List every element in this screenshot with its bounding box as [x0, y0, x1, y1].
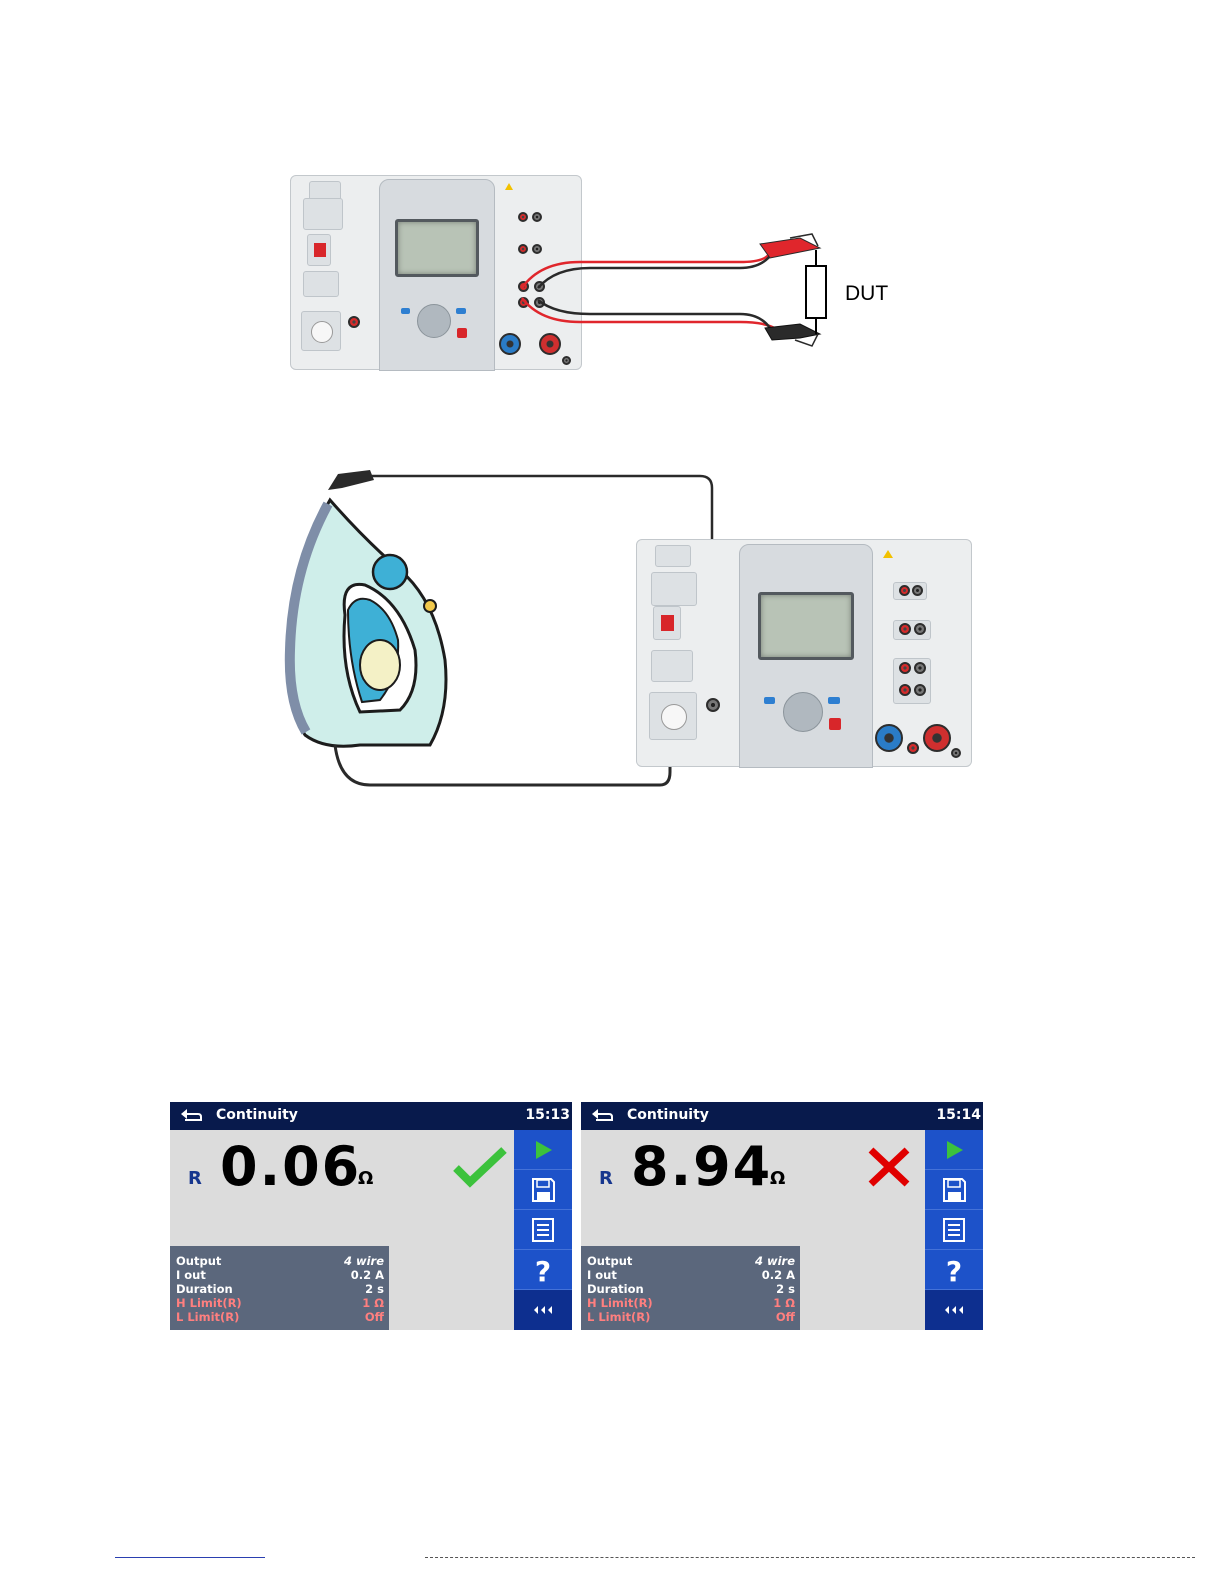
- p2-jack: [914, 684, 926, 696]
- svg-text:?: ?: [535, 1255, 551, 1288]
- save-button[interactable]: [925, 1170, 983, 1210]
- device-display: [758, 592, 854, 660]
- run-button: [829, 718, 841, 730]
- measured-value: 0.06: [220, 1135, 361, 1198]
- result-screen-pass: Continuity 15:13 R 0.06 Ω: [170, 1102, 572, 1330]
- side-toolbar: ?: [514, 1130, 572, 1330]
- result-screen-fail: Continuity 15:14 R 8.94 Ω: [581, 1102, 983, 1330]
- device-keypad: [783, 692, 823, 732]
- screen-title: Continuity: [216, 1107, 298, 1123]
- test-socket-module: [651, 650, 693, 682]
- help-icon: ?: [925, 1250, 983, 1290]
- param-h-limit: H Limit(R)1 Ω: [176, 1296, 384, 1310]
- c1-jack: [899, 662, 911, 674]
- back-arrow-icon[interactable]: [178, 1104, 204, 1126]
- instrument-panel-bottom: [636, 539, 972, 767]
- mains-inlet: [655, 545, 691, 567]
- save-icon: [925, 1170, 983, 1210]
- list-button[interactable]: [514, 1210, 572, 1250]
- c2-jack: [899, 684, 911, 696]
- start-button[interactable]: [514, 1130, 572, 1170]
- help-button[interactable]: ?: [925, 1250, 983, 1290]
- measure-symbol: R: [188, 1168, 202, 1189]
- footer-rule-right: [425, 1557, 1195, 1558]
- side-toolbar: ?: [925, 1130, 983, 1330]
- footer-rule-left: [115, 1557, 265, 1558]
- clock: 15:13: [525, 1107, 570, 1123]
- top-bar: Continuity 15:13: [170, 1102, 572, 1130]
- param-l-limit: L Limit(R)Off: [587, 1310, 795, 1324]
- test-socket: [649, 692, 697, 740]
- clock: 15:14: [936, 1107, 981, 1123]
- measure-symbol: R: [599, 1168, 613, 1189]
- list-button[interactable]: [925, 1210, 983, 1250]
- warning-icon: [883, 550, 893, 558]
- more-icon: [514, 1290, 572, 1330]
- help-icon: ?: [514, 1250, 572, 1290]
- esc-button: [764, 697, 775, 704]
- svg-text:?: ?: [946, 1255, 962, 1288]
- hv-jack-blue: [875, 724, 903, 752]
- discharge-jack-2: [912, 585, 923, 596]
- more-button[interactable]: [514, 1290, 572, 1330]
- appliance-wiring: [0, 0, 1225, 820]
- value-unit: Ω: [770, 1168, 785, 1189]
- measured-value: 8.94: [631, 1135, 772, 1198]
- list-icon: [514, 1210, 572, 1250]
- back-arrow-icon[interactable]: [589, 1104, 615, 1126]
- play-icon: [925, 1130, 983, 1170]
- ground-jack: [951, 748, 961, 758]
- hv-jack-red: [923, 724, 951, 752]
- more-button[interactable]: [925, 1290, 983, 1330]
- top-bar: Continuity 15:14: [581, 1102, 983, 1130]
- power-switch: [653, 606, 681, 640]
- option-button: [828, 697, 840, 704]
- save-button[interactable]: [514, 1170, 572, 1210]
- pass-check-icon: [452, 1146, 508, 1188]
- hv-indicator: [907, 742, 919, 754]
- p1-jack: [914, 662, 926, 674]
- help-button[interactable]: ?: [514, 1250, 572, 1290]
- fail-cross-icon: [861, 1146, 917, 1188]
- param-h-limit: H Limit(R)1 Ω: [587, 1296, 795, 1310]
- save-icon: [514, 1170, 572, 1210]
- screen-title: Continuity: [627, 1107, 709, 1123]
- param-l-limit: L Limit(R)Off: [176, 1310, 384, 1324]
- play-icon: [514, 1130, 572, 1170]
- insulation-jack-1: [899, 623, 911, 635]
- start-button[interactable]: [925, 1130, 983, 1170]
- insulation-jack-2: [914, 623, 926, 635]
- value-unit: Ω: [358, 1168, 373, 1189]
- tc-jack: [706, 698, 720, 712]
- list-icon: [925, 1210, 983, 1250]
- fuses: [651, 572, 697, 606]
- more-icon: [925, 1290, 983, 1330]
- discharge-jack-1: [899, 585, 910, 596]
